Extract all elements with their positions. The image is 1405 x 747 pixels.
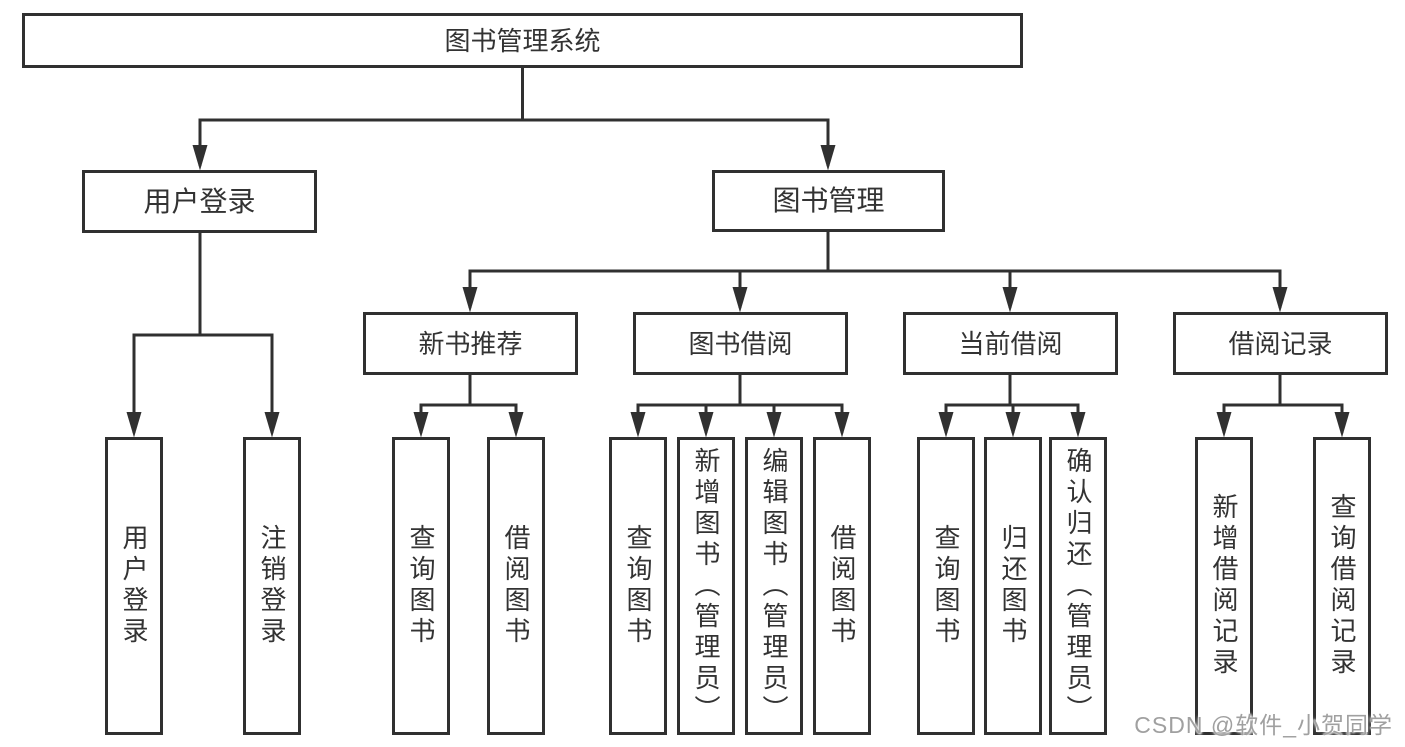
node-bb-borrow-book-label: 借阅图书: [827, 524, 857, 648]
node-cb-query-book: 查询图书: [917, 437, 975, 735]
connector-book-borrowing-to-leaves: [630, 375, 850, 438]
node-book-borrowing-label: 图书借阅: [688, 328, 793, 359]
node-cb-confirm-return-admin-label: 确认归还（管理员）: [1063, 446, 1093, 726]
node-br-query-record: 查询借阅记录: [1313, 437, 1371, 735]
connector-new-book-recommend-to-leaves: [413, 375, 524, 438]
node-bb-add-book-admin-label: 新增图书（管理员）: [691, 446, 721, 726]
node-bb-borrow-book: 借阅图书: [813, 437, 871, 735]
node-br-add-record-label: 新增借阅记录: [1209, 493, 1239, 679]
node-user-login-branch-label: 用户登录: [143, 185, 256, 217]
node-borrowing-records: 借阅记录: [1173, 312, 1388, 375]
node-root: 图书管理系统: [22, 13, 1023, 68]
node-cb-confirm-return-admin: 确认归还（管理员）: [1049, 437, 1107, 735]
node-br-query-record-label: 查询借阅记录: [1327, 493, 1357, 679]
node-borrowing-records-label: 借阅记录: [1228, 328, 1333, 359]
node-nbr-query-book: 查询图书: [392, 437, 450, 735]
node-bb-add-book-admin: 新增图书（管理员）: [677, 437, 735, 735]
node-bb-edit-book-admin-label: 编辑图书（管理员）: [759, 446, 789, 726]
node-nbr-borrow-book: 借阅图书: [487, 437, 545, 735]
node-nbr-borrow-book-label: 借阅图书: [501, 524, 531, 648]
node-bb-query-book-label: 查询图书: [623, 524, 653, 648]
node-cb-return-book: 归还图书: [984, 437, 1042, 735]
node-logout-leaf: 注销登录: [243, 437, 301, 735]
connector-root-to-level2: [192, 68, 836, 171]
connector-book-management-to-level3: [462, 232, 1288, 313]
connector-borrowing-records-to-leaves: [1216, 375, 1350, 438]
connector-user-login-to-leaves: [126, 233, 280, 438]
node-root-label: 图书管理系统: [444, 25, 601, 56]
node-cb-query-book-label: 查询图书: [931, 524, 961, 648]
node-nbr-query-book-label: 查询图书: [406, 524, 436, 648]
node-current-borrowing-label: 当前借阅: [958, 328, 1063, 359]
node-br-add-record: 新增借阅记录: [1195, 437, 1253, 735]
node-book-management-branch-label: 图书管理: [772, 185, 885, 216]
node-user-login-leaf-label: 用户登录: [119, 524, 149, 648]
node-cb-return-book-label: 归还图书: [998, 524, 1028, 648]
node-new-book-recommend-label: 新书推荐: [418, 328, 523, 359]
node-current-borrowing: 当前借阅: [903, 312, 1118, 375]
node-bb-edit-book-admin: 编辑图书（管理员）: [745, 437, 803, 735]
watermark: CSDN @软件_小贺同学: [1134, 712, 1393, 738]
node-book-management-branch: 图书管理: [712, 170, 945, 232]
node-logout-leaf-label: 注销登录: [257, 524, 287, 648]
node-user-login-leaf: 用户登录: [105, 437, 163, 735]
connector-current-borrowing-to-leaves: [938, 375, 1086, 438]
node-new-book-recommend: 新书推荐: [363, 312, 578, 375]
node-user-login-branch: 用户登录: [82, 170, 317, 233]
node-bb-query-book: 查询图书: [609, 437, 667, 735]
node-book-borrowing: 图书借阅: [633, 312, 848, 375]
